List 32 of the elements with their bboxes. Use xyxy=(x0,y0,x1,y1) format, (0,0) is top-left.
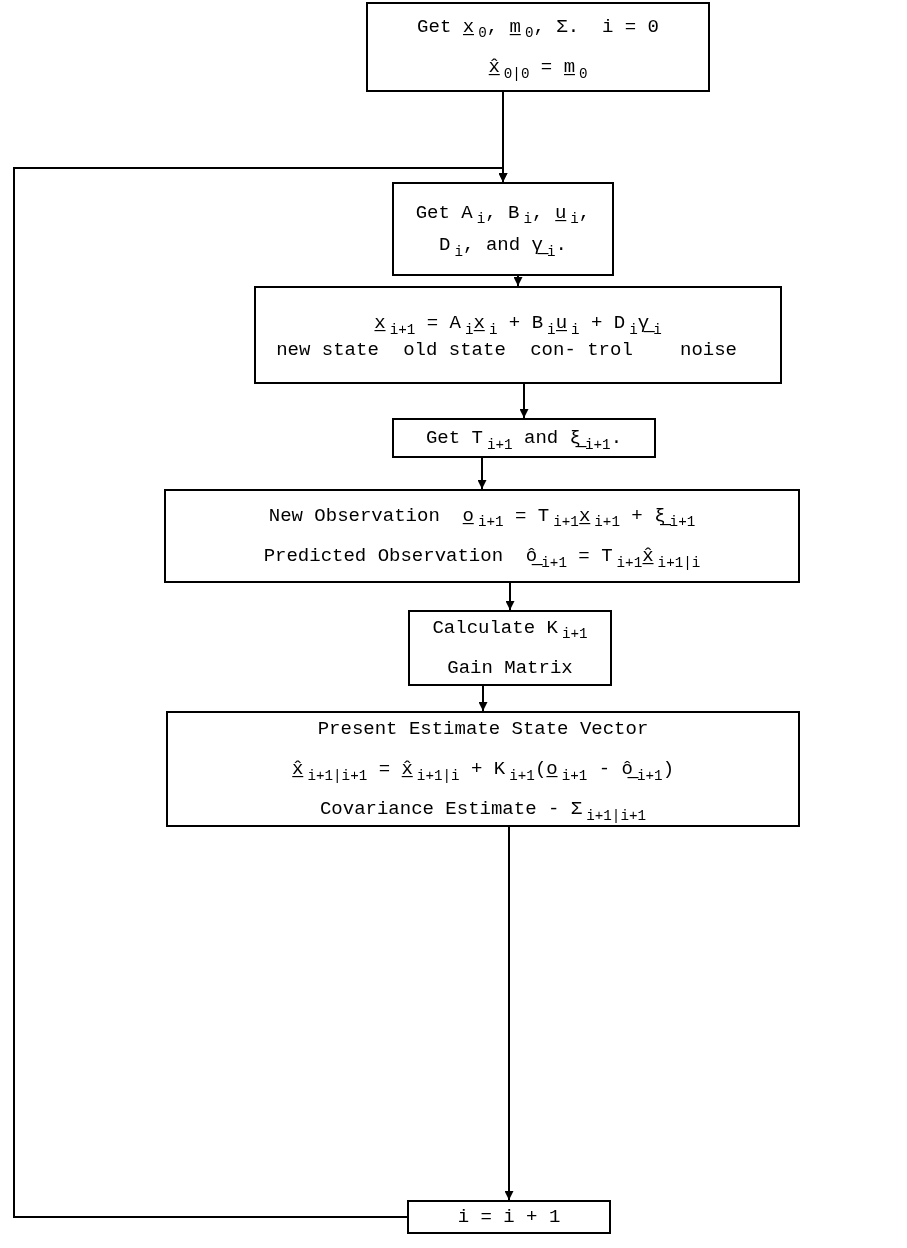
term-caption: noise xyxy=(679,339,738,363)
process-box xyxy=(392,182,614,276)
process-box xyxy=(366,2,710,92)
process-box xyxy=(407,1200,611,1234)
box-text: Predicted Observation ô̲$_{i+1}$ = T$_{i+1}$x̲̂$_{i+1|i}$ xyxy=(263,544,701,573)
process-box xyxy=(408,610,612,686)
box-text: x̲̂$_{0|0}$ = m̲$_{0}$ xyxy=(488,55,588,84)
arrow xyxy=(519,383,529,419)
term-caption: new state xyxy=(275,339,380,363)
box-text: Get T$_{i+1}$ and ξ̲$_{i+1}$. xyxy=(425,425,623,455)
arrow xyxy=(477,457,487,490)
arrow xyxy=(513,275,523,287)
box-text: Get x̲$_{0}$, m̲$_{0}$, Σ. i = 0 xyxy=(417,14,659,43)
box-text: Covariance Estimate - Σ$_{i+1|i+1}$ xyxy=(319,797,647,826)
equation: x̲$_{i+1}$ = A$_{i}$x̲$_{i}$ + B$_{i}$u̲$_{i}$ + D$_{i}$γ̲$_{i}$ xyxy=(373,310,663,340)
box-text: Calculate K$_{i+1}$ xyxy=(432,615,588,644)
box-text: Get A$_{i}$, B$_{i}$, u̲$_{i}$, D$_{i}$, and γ̲$_{i}$. xyxy=(414,200,592,262)
arrow xyxy=(13,167,508,1218)
process-box xyxy=(166,711,800,827)
process-box xyxy=(392,418,656,458)
box-text: New Observation o̲$_{i+1}$ = T$_{i+1}$x̲$_{i+1}$ + ξ̲$_{i+1}$ xyxy=(268,503,696,532)
box-text: x̲̂$_{i+1|i+1}$ = x̲̂$_{i+1|i}$ + K$_{i+1}$(o̲$_{i+1}$ - ô̲$_{i+1}$) xyxy=(291,756,675,786)
arrow xyxy=(504,826,514,1201)
process-box xyxy=(254,286,782,384)
arrow xyxy=(505,582,515,611)
arrow xyxy=(478,685,488,712)
process-box xyxy=(164,489,800,583)
term-caption: old state xyxy=(402,339,507,363)
term-caption: con- trol xyxy=(529,339,634,363)
box-text: i = i + 1 xyxy=(457,1204,561,1230)
box-text: Present Estimate State Vector xyxy=(317,716,649,742)
box-text: Gain Matrix xyxy=(447,656,573,681)
